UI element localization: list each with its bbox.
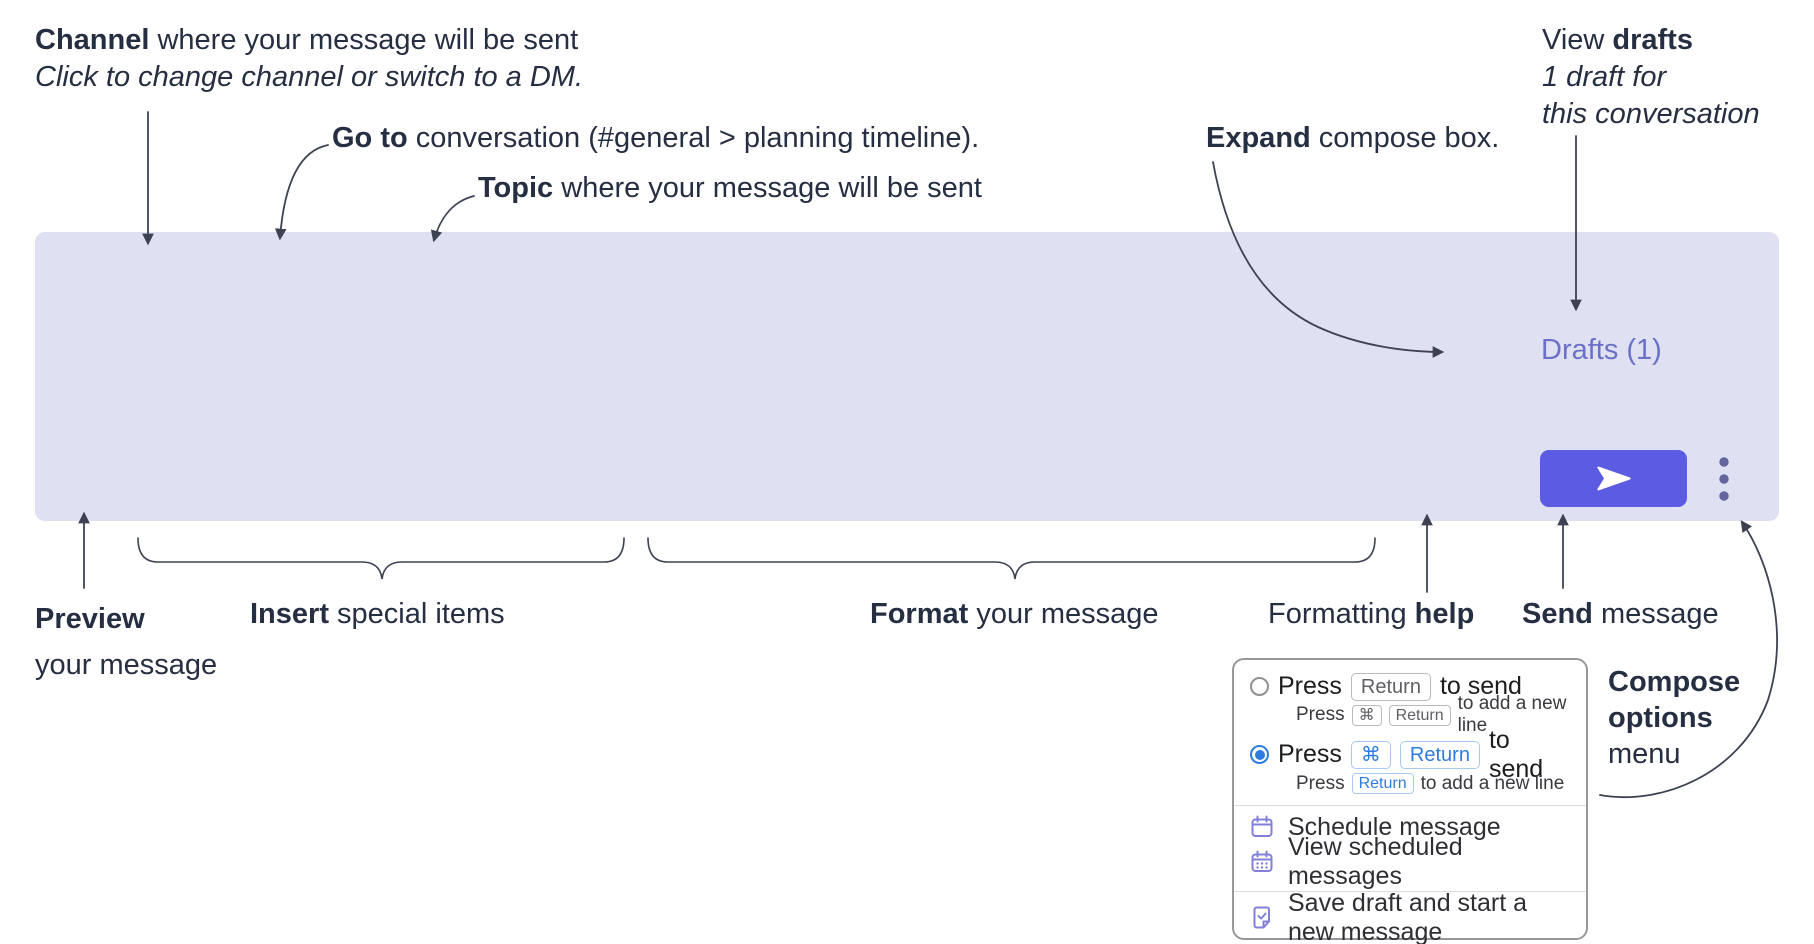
return-keycap: Return <box>1351 773 1414 795</box>
compose-options-menu: Press Return to send Press ⌘ Return to a… <box>1232 658 1588 944</box>
view-scheduled-calendar-icon <box>1249 849 1275 875</box>
schedule-calendar-icon <box>1249 814 1275 840</box>
radio-unselected[interactable] <box>1250 677 1269 697</box>
send-option-cmd-return[interactable]: Press ⌘ Return to send <box>1234 726 1586 783</box>
channel-callout: Channel where your message will be sent … <box>35 24 584 93</box>
view-scheduled-messages-item[interactable]: View scheduled messages <box>1234 833 1586 890</box>
return-keycap: Return <box>1350 672 1431 701</box>
send-option-return-subtext: Press ⌘ Return to add a new line <box>1296 693 1567 737</box>
send-callout: Send message <box>1522 598 1719 630</box>
send-plane-icon <box>1596 466 1631 491</box>
expand-callout: Expand compose box. <box>1206 122 1500 154</box>
view-drafts-callout: View drafts 1 draft for this conversatio… <box>1542 24 1760 130</box>
save-draft-item[interactable]: Save draft and start a new message <box>1234 889 1586 944</box>
return-keycap: Return <box>1399 740 1480 769</box>
compose-options-kebab-icon[interactable] <box>1708 452 1740 506</box>
drafts-link[interactable]: Drafts (1) <box>1541 334 1662 366</box>
cmd-keycap: ⌘ <box>1350 740 1391 769</box>
send-button[interactable] <box>1540 450 1687 507</box>
format-callout: Format your message <box>870 598 1159 630</box>
compose-panel <box>35 232 1779 521</box>
topic-callout: Topic where your message will be sent <box>478 172 982 204</box>
return-keycap: Return <box>1388 704 1451 726</box>
radio-selected[interactable] <box>1250 745 1269 765</box>
send-option-return[interactable]: Press Return to send <box>1234 672 1586 702</box>
goto-callout: Go to conversation (#general > planning … <box>332 122 980 154</box>
insert-callout: Insert special items <box>250 598 505 630</box>
menu-divider <box>1234 891 1586 892</box>
menu-divider <box>1234 804 1586 806</box>
save-draft-icon <box>1249 905 1275 931</box>
formatting-help-callout: Formatting help <box>1268 598 1475 630</box>
send-option-cmd-return-subtext: Press Return to add a new line <box>1296 772 1565 795</box>
compose-options-callout: Compose options menu <box>1608 666 1741 770</box>
cmd-keycap: ⌘ <box>1351 704 1382 726</box>
preview-callout: Preview your message <box>35 603 218 681</box>
schedule-message-item[interactable]: Schedule message <box>1234 812 1586 843</box>
